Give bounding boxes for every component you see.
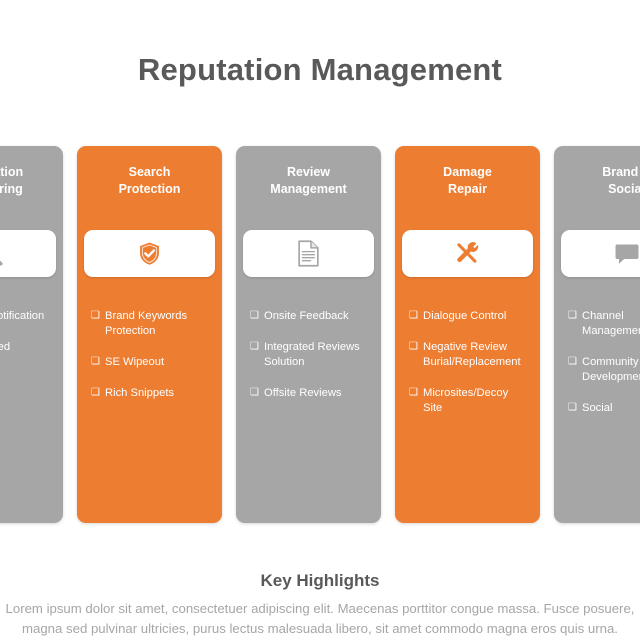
checkbox-bullet-icon: ❑	[250, 386, 259, 398]
feature-list-item-label: Channel Management	[582, 310, 640, 337]
checkbox-bullet-icon: ❑	[250, 310, 259, 321]
key-highlights-heading: Key Highlights	[260, 571, 380, 591]
feature-list-item-label: Microsites/Decoy Site	[423, 386, 509, 414]
card-feature-list: ❑24 Hour Notification ❑Cloud Based Monito…	[0, 309, 63, 386]
card-title: Reputation Monitoring	[0, 165, 24, 196]
page-title: Reputation Management	[137, 51, 503, 87]
shield-check-icon	[136, 240, 163, 267]
feature-list-item: ❑ Offsite Reviews	[250, 386, 371, 401]
magnifier-icon	[0, 241, 4, 267]
checkbox-bullet-icon: ❑	[250, 340, 259, 352]
card-feature-list: ❑ Channel Management ❑ Community Developmen…	[554, 309, 640, 431]
card-icon-box	[561, 230, 640, 277]
feature-card-search-protection[interactable]: Search Protection ❑ Brand Keywords Protect…	[77, 146, 222, 523]
feature-list-item-label: Integrated Reviews Solution	[264, 340, 360, 368]
card-title: Brand & Social	[602, 165, 640, 196]
checkbox-bullet-icon: ❑	[568, 401, 577, 413]
feature-list-item-label: Rich Snippets	[105, 386, 175, 399]
feature-list-item: ❑ Channel Management	[568, 309, 640, 339]
card-title: Search Protection	[118, 165, 181, 196]
feature-card-damage-repair[interactable]: Damage Repair ❑ Dialogue Control ❑ Negative …	[395, 146, 540, 523]
feature-list-item: ❑ Onsite Feedback	[250, 309, 371, 324]
feature-list-item-label: Social	[582, 401, 613, 414]
checkbox-bullet-icon: ❑	[91, 355, 100, 367]
checkbox-bullet-icon: ❑	[409, 386, 418, 398]
feature-card-reputation-monitoring[interactable]: Reputation Monitoring ❑24 Hour Notificati…	[0, 146, 63, 523]
card-icon-box	[0, 230, 56, 277]
feature-list-item-label: Cloud Based Monitoring	[0, 340, 11, 353]
feature-list-item: ❑ Community Development	[568, 355, 640, 385]
card-icon-box	[84, 230, 215, 277]
key-highlights-body: Lorem ipsum dolor sit amet, consectetuer…	[5, 601, 635, 636]
feature-card-brand-social[interactable]: Brand & Social ❑ Channel Management ❑ Commun…	[554, 146, 640, 523]
feature-card-review-management[interactable]: Review Management ❑ Onsite Feedback ❑ Integr…	[236, 146, 381, 523]
document-icon	[296, 240, 321, 267]
card-feature-list: ❑ Dialogue Control ❑ Negative Review Burial…	[395, 309, 540, 431]
checkbox-bullet-icon: ❑	[91, 386, 100, 398]
card-feature-list: ❑ Onsite Feedback ❑ Integrated Reviews Solu…	[236, 309, 381, 417]
card-feature-list: ❑ Brand Keywords Protection ❑ SE Wipeout ❑ Ri…	[77, 309, 222, 417]
checkbox-bullet-icon: ❑	[409, 310, 418, 321]
feature-list-item: ❑24 Hour Notification	[0, 309, 53, 324]
speech-bubble-icon	[614, 242, 640, 266]
feature-list-item-label: Onsite Feedback	[264, 310, 349, 322]
feature-list-item: ❑Cloud Based Monitoring	[0, 340, 53, 370]
feature-list-item-label: 24 Hour Notification	[0, 310, 45, 322]
feature-list-item-label: Dialogue Control	[423, 310, 507, 322]
feature-list-item-label: Brand Keywords Protection	[105, 310, 188, 337]
feature-list-item: ❑ Negative Review Burial/Replacement	[409, 340, 530, 370]
card-icon-box	[402, 230, 533, 277]
feature-list-item: ❑ SE Wipeout	[91, 355, 212, 370]
tools-icon	[454, 240, 481, 267]
feature-list-item: ❑ Integrated Reviews Solution	[250, 340, 371, 370]
checkbox-bullet-icon: ❑	[568, 355, 577, 367]
feature-list-item: ❑ Brand Keywords Protection	[91, 309, 212, 339]
feature-list-item-label: Negative Review Burial/Replacement	[423, 340, 521, 368]
checkbox-bullet-icon: ❑	[568, 310, 577, 321]
feature-list-item-label: SE Wipeout	[105, 355, 165, 368]
feature-list-item: ❑ Rich Snippets	[91, 386, 212, 401]
checkbox-bullet-icon: ❑	[91, 310, 100, 321]
feature-list-item-label: Offsite Reviews	[264, 386, 342, 399]
feature-list-item: ❑ Dialogue Control	[409, 309, 530, 324]
feature-list-item: ❑ Social	[568, 401, 640, 416]
card-title: Review Management	[270, 165, 347, 196]
feature-cards-row: Reputation Monitoring❑24 Hour Notificati…	[0, 146, 640, 523]
feature-list-item: ❑ Microsites/Decoy Site	[409, 386, 530, 416]
card-icon-box	[243, 230, 374, 277]
card-title: Damage Repair	[443, 165, 492, 196]
feature-list-item-label: Community Development	[582, 355, 640, 383]
checkbox-bullet-icon: ❑	[409, 340, 418, 352]
